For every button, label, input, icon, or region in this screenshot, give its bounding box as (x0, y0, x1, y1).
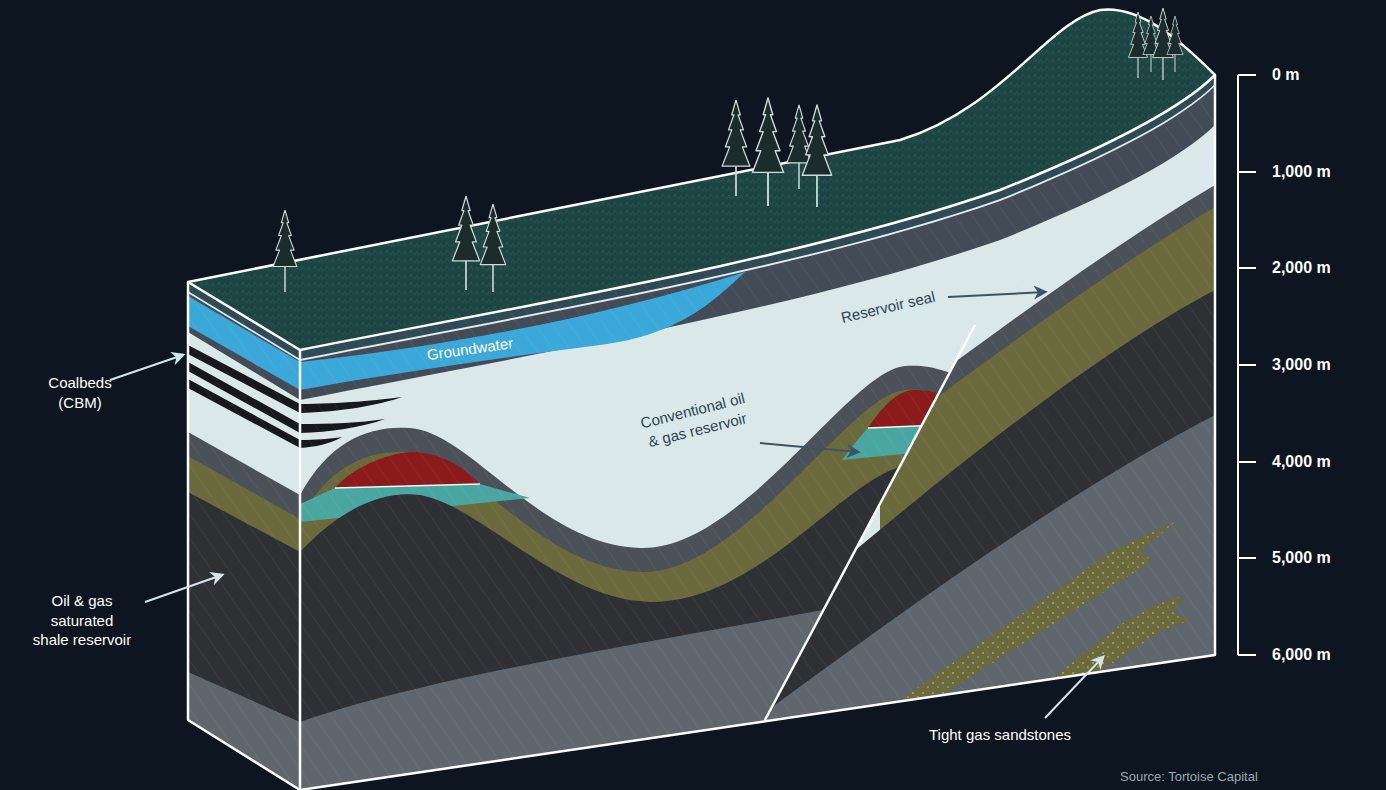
callout-label: Oil & gas saturated shale reservoir (31, 591, 133, 650)
source-note: Source: Tortoise Capital (1120, 769, 1258, 786)
depth-label: 6,000 m (1272, 645, 1331, 666)
depth-label: 2,000 m (1272, 258, 1331, 279)
depth-label: 4,000 m (1272, 452, 1331, 473)
fault-line (765, 325, 975, 720)
block-edge (299, 350, 302, 790)
leader-arrow (1045, 657, 1103, 718)
leader-arrow (110, 355, 183, 380)
cross-section (188, 0, 1386, 790)
rock-hatching (188, 0, 1218, 790)
block-outline (188, 75, 1215, 790)
leader-arrow (760, 443, 858, 452)
callout-label: Tight gas sandstones (929, 725, 1071, 745)
depth-scale (1238, 75, 1256, 655)
ground-outline (188, 10, 1215, 282)
callout-label: Coalbeds (CBM) (39, 373, 121, 412)
depth-label: 0 m (1272, 65, 1300, 86)
callout-label: Conventional oil & gas reservoir (636, 388, 754, 453)
depth-label: 3,000 m (1272, 355, 1331, 376)
leader-arrow (948, 292, 1045, 297)
depth-label: 1,000 m (1272, 162, 1331, 183)
depth-label: 5,000 m (1272, 548, 1331, 569)
leader-arrow (145, 575, 222, 602)
trees (273, 8, 1183, 292)
layer-label: Reservoir seal (839, 287, 937, 328)
layer-label: Groundwater (426, 333, 515, 364)
